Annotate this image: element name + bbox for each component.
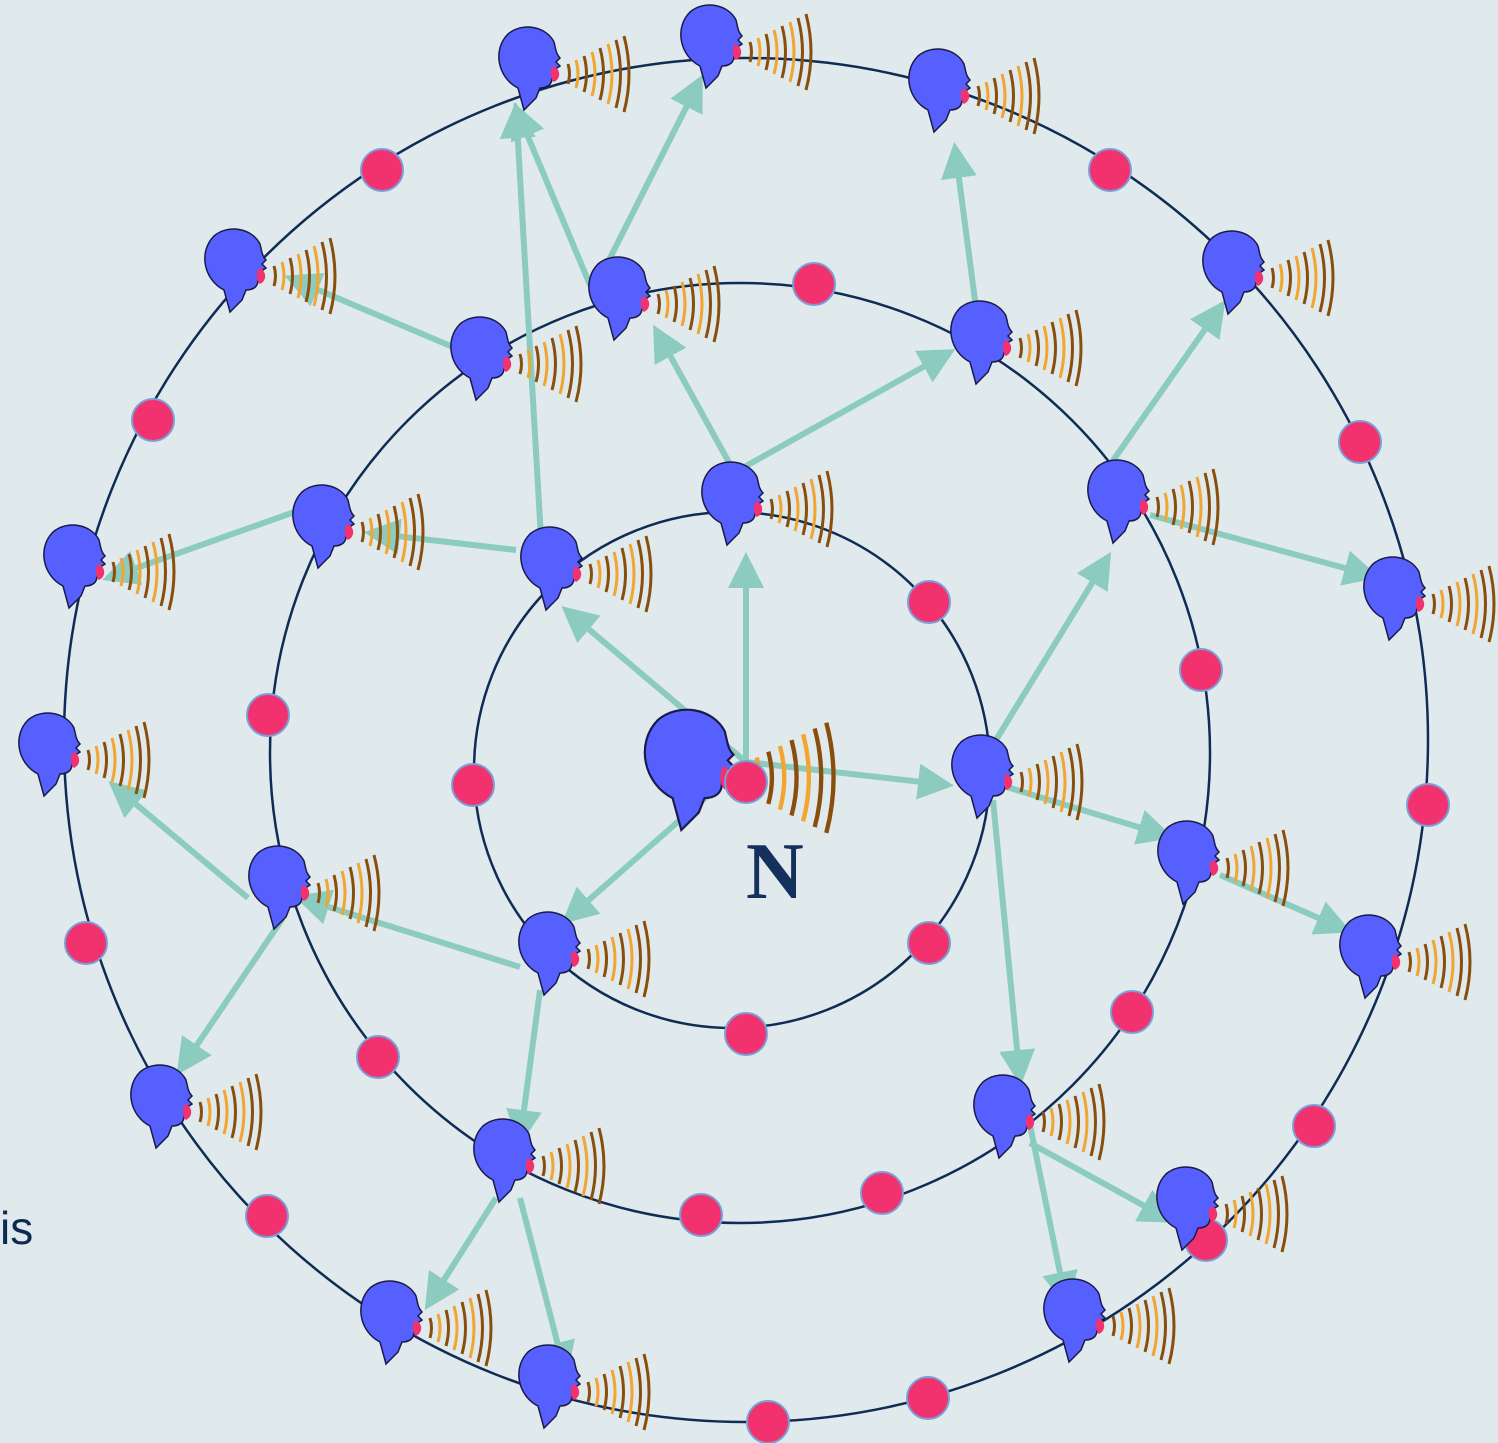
- speaker-head-icon: [44, 525, 174, 610]
- broadcast-arrow: [516, 108, 542, 555]
- idle-node: [361, 149, 403, 191]
- speaker-head-icon: [451, 317, 581, 402]
- idle-node: [861, 1172, 903, 1214]
- broadcast-arrow: [520, 990, 540, 1140]
- speaker-head-icon: [131, 1065, 261, 1150]
- speaker-head-icon: [952, 735, 1082, 820]
- broadcast-arrow: [746, 352, 950, 466]
- broadcast-arrow: [996, 557, 1108, 740]
- idle-node: [1293, 1105, 1335, 1147]
- idle-node: [1339, 421, 1381, 463]
- broadcast-arrow: [180, 918, 283, 1070]
- idle-node: [680, 1194, 722, 1236]
- speaker-head-icon: [1364, 557, 1494, 642]
- idle-node: [452, 764, 494, 806]
- broadcast-arrow: [428, 1198, 496, 1305]
- speaker-head-icon: [519, 912, 649, 997]
- broadcast-arrow: [608, 80, 700, 262]
- broadcast-arrow: [993, 800, 1020, 1080]
- speaker-head-icon: [1203, 231, 1333, 316]
- speaker-head-icon: [909, 49, 1039, 134]
- idle-node: [725, 1013, 767, 1055]
- broadcast-arrow: [656, 330, 732, 468]
- idle-node: [246, 1195, 288, 1237]
- idle-node: [132, 399, 174, 441]
- broadcast-arrow: [1000, 785, 1168, 836]
- broadcast-arrow: [290, 278, 460, 350]
- broadcast-arrow: [955, 148, 976, 308]
- speaker-head-icon: [1158, 821, 1288, 906]
- broadcast-arrow: [746, 762, 948, 785]
- broadcast-arrow: [113, 785, 248, 898]
- idle-node: [747, 1401, 789, 1443]
- idle-node: [65, 922, 107, 964]
- speaker-head-icon: [361, 1281, 491, 1366]
- speaker-head-icon: [702, 462, 832, 547]
- speaker-head-icon: [521, 527, 651, 612]
- speaker-head-icon: [519, 1345, 649, 1430]
- idle-node: [1407, 784, 1449, 826]
- broadcasting-nodes: [19, 5, 1494, 1430]
- speaker-head-icon: [1044, 1279, 1174, 1364]
- idle-node: [907, 1377, 949, 1419]
- speaker-head-icon: [499, 27, 629, 112]
- center-node-label: N: [746, 828, 804, 916]
- partial-text: is: [0, 1205, 33, 1251]
- speaker-head-icon: [249, 846, 379, 931]
- idle-node: [908, 922, 950, 964]
- speaker-head-icon: [1088, 460, 1218, 545]
- idle-node: [357, 1036, 399, 1078]
- idle-node: [1111, 991, 1153, 1033]
- broadcast-arrow: [108, 510, 300, 578]
- speaker-head-icon: [589, 257, 719, 342]
- idle-node: [1180, 649, 1222, 691]
- speaker-head-icon: [681, 5, 811, 90]
- speaker-head-icon: [19, 713, 149, 798]
- idle-node: [1089, 149, 1131, 191]
- idle-node: [908, 581, 950, 623]
- broadcast-arrow: [300, 898, 520, 967]
- broadcast-arrow: [370, 533, 516, 550]
- broadcast-arrow: [1112, 305, 1222, 462]
- speaker-head-icon: [1340, 915, 1470, 1000]
- speaker-head-icon: [474, 1119, 604, 1204]
- source-node: [725, 761, 767, 803]
- idle-node: [247, 694, 289, 736]
- idle-node: [793, 263, 835, 305]
